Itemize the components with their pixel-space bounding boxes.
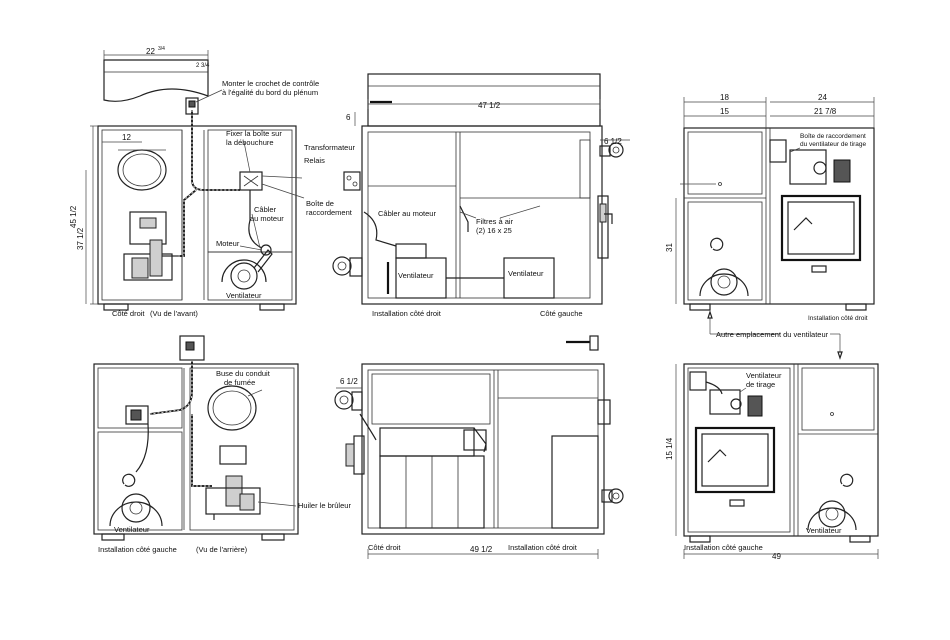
label-junction-1: Boîte de [306, 199, 334, 208]
label-relay: Relais [304, 156, 325, 165]
front-dim-small-top: 2 3/4 [196, 63, 210, 69]
label-motor-cable-1: Câbler [254, 205, 277, 214]
label-fan: Ventilateur [226, 291, 262, 300]
label-fan-2: Ventilateur [508, 269, 544, 278]
label-cable-motor: Câbler au moteur [378, 209, 436, 218]
ls-bottom-dim-height: 15 1/4 [665, 437, 674, 460]
left-install-bottom-view [334, 335, 624, 559]
caption-left-install-right: Installation côté droit [508, 543, 578, 552]
label-fan-4: Ventilateur [806, 526, 842, 535]
caption-rear-right: (Vu de l'arrière) [196, 545, 248, 554]
label-box-1: Fixer la boîte sur [226, 129, 282, 138]
label-filters-1: Filtres à air [476, 217, 514, 226]
rear-view [93, 335, 299, 541]
label-draft-fan-2: de tirage [746, 380, 775, 389]
left-install-dim-small: 6 1/2 [340, 377, 358, 386]
right-install-top-view [332, 73, 630, 305]
right-install-dim-right: 6 1/2 [604, 137, 622, 146]
caption-rear-left: Installation côté gauche [98, 545, 177, 554]
left-install-dim-bottom: 49 1/2 [470, 545, 493, 554]
label-flue-2: de fumée [224, 378, 255, 387]
front-dim-inner: 37 1/2 [76, 227, 85, 250]
label-fan-3: Ventilateur [114, 525, 150, 534]
label-motor: Moteur [216, 239, 240, 248]
front-dim-top-frac: 3/4 [158, 46, 165, 52]
caption-left-install-left: Côté droit [368, 543, 401, 552]
label-filters-2: (2) 16 x 25 [476, 226, 512, 235]
caption-front-left: Côté droit [112, 309, 145, 318]
rs-top-dim-left: 18 [720, 93, 729, 102]
caption-ls-bottom: Installation côté gauche [684, 543, 763, 552]
label-alt-fan: Autre emplacement du ventilateur [716, 330, 829, 339]
label-fan-1: Ventilateur [398, 271, 434, 280]
front-view [85, 50, 305, 311]
front-dim-height: 45 1/2 [69, 205, 78, 228]
ls-bottom-dim-bottom: 49 [772, 552, 781, 561]
right-side-top-view [675, 97, 875, 360]
label-burner: Huiler le brûleur [298, 501, 351, 510]
label-motor-cable-2: au moteur [250, 214, 284, 223]
label-flue-1: Buse du conduit [216, 369, 271, 378]
caption-rs-top: Installation côté droit [808, 315, 868, 322]
label-transformer: Transformateur [304, 143, 355, 152]
rs-top-dim-right: 24 [818, 93, 827, 102]
rs-top-dim-left-inner: 15 [720, 107, 729, 116]
rs-top-dim-height: 31 [665, 243, 674, 252]
label-hook-1: Monter le crochet de contrôle [222, 79, 319, 88]
caption-front-right: (Vu de l'avant) [150, 309, 198, 318]
rs-top-dim-right-inner: 21 7/8 [814, 107, 837, 116]
front-dim-circle: 12 [122, 133, 131, 142]
left-side-bottom-view [675, 363, 879, 559]
right-install-dim-left: 6 [346, 113, 351, 122]
label-junction-2: raccordement [306, 208, 353, 217]
front-dim-top: 22 [146, 47, 155, 56]
label-draft-box-2: du ventilateur de tirage [800, 141, 867, 148]
label-draft-box-1: Boîte de raccordement [800, 133, 866, 140]
right-install-dim-top: 47 1/2 [478, 101, 501, 110]
label-hook-2: à l'égalité du bord du plénum [222, 88, 318, 97]
caption-right-install: Installation côté droit [372, 309, 442, 318]
label-box-2: la débouchure [226, 138, 274, 147]
label-draft-fan-1: Ventilateur [746, 371, 782, 380]
caption-left-side: Côté gauche [540, 309, 583, 318]
